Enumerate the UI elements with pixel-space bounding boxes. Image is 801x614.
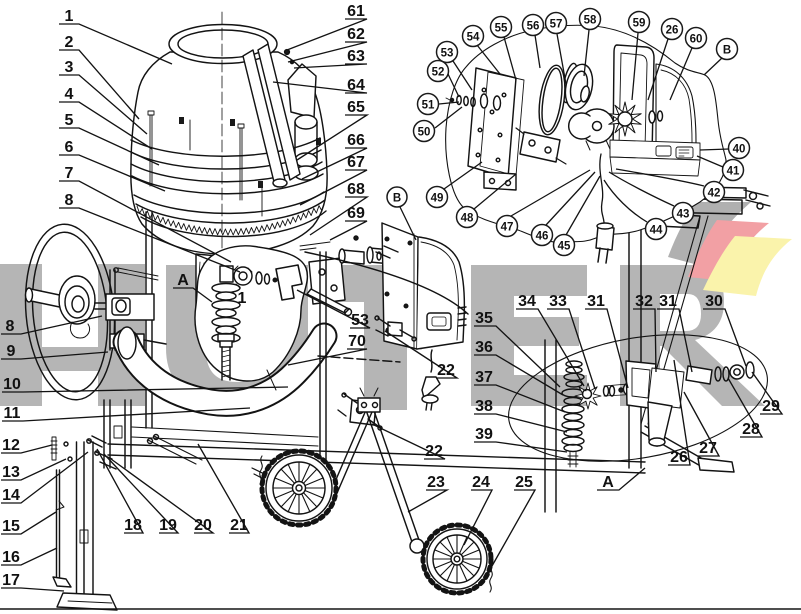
svg-text:56: 56 [527,21,540,33]
svg-text:32: 32 [635,293,653,310]
svg-text:22: 22 [437,362,455,379]
svg-text:37: 37 [475,369,493,386]
svg-text:67: 67 [347,154,365,171]
svg-text:41: 41 [727,166,740,178]
svg-text:36: 36 [475,339,493,356]
svg-text:70: 70 [348,333,366,350]
svg-text:35: 35 [475,310,493,327]
svg-text:30: 30 [705,293,723,310]
svg-text:42: 42 [708,188,721,200]
svg-text:A: A [177,272,189,289]
svg-text:26: 26 [666,25,679,37]
svg-text:58: 58 [584,15,597,27]
svg-text:9: 9 [7,343,16,360]
svg-text:22: 22 [425,443,443,460]
svg-text:49: 49 [431,193,444,205]
svg-text:66: 66 [347,132,365,149]
svg-text:53: 53 [441,48,454,60]
svg-text:16: 16 [2,549,20,566]
svg-text:A: A [602,474,614,491]
svg-text:28: 28 [742,421,760,438]
svg-text:4: 4 [65,86,74,103]
svg-text:12: 12 [2,437,20,454]
svg-text:65: 65 [347,99,365,116]
svg-text:59: 59 [633,18,646,30]
svg-text:29: 29 [762,398,780,415]
svg-text:46: 46 [536,231,549,243]
svg-text:25: 25 [515,474,533,491]
svg-text:39: 39 [475,426,493,443]
svg-text:7: 7 [65,165,74,182]
svg-text:61: 61 [347,3,365,20]
svg-text:53: 53 [351,312,369,329]
svg-text:55: 55 [495,23,508,35]
svg-text:B: B [723,45,731,57]
svg-text:63: 63 [347,48,365,65]
svg-text:69: 69 [347,205,365,222]
svg-text:68: 68 [347,181,365,198]
svg-text:13: 13 [2,464,20,481]
svg-text:15: 15 [2,518,20,535]
svg-text:27: 27 [699,440,717,457]
svg-text:8: 8 [65,192,74,209]
svg-text:34: 34 [518,293,536,310]
svg-text:31: 31 [587,293,605,310]
svg-text:47: 47 [501,222,514,234]
svg-text:1: 1 [65,8,74,25]
svg-text:51: 51 [422,100,435,112]
svg-text:14: 14 [2,487,20,504]
svg-text:40: 40 [733,144,746,156]
svg-text:1: 1 [238,290,247,307]
svg-text:33: 33 [549,293,567,310]
svg-text:17: 17 [2,572,20,589]
svg-text:11: 11 [4,405,21,422]
svg-text:44: 44 [650,225,663,237]
svg-text:52: 52 [432,67,445,79]
svg-text:19: 19 [159,517,177,534]
svg-text:43: 43 [677,209,690,221]
svg-text:54: 54 [467,32,480,44]
svg-text:38: 38 [475,398,493,415]
svg-text:50: 50 [418,127,431,139]
svg-text:18: 18 [124,517,142,534]
svg-text:23: 23 [427,474,445,491]
svg-text:6: 6 [65,139,74,156]
svg-text:24: 24 [472,474,490,491]
svg-text:60: 60 [690,34,703,46]
svg-text:8: 8 [6,318,15,335]
svg-text:B: B [393,193,401,205]
svg-text:10: 10 [3,376,21,393]
svg-text:5: 5 [65,112,74,129]
svg-text:62: 62 [347,26,365,43]
svg-text:20: 20 [194,517,212,534]
svg-text:48: 48 [461,213,474,225]
svg-text:57: 57 [550,19,563,31]
svg-text:64: 64 [347,77,365,94]
svg-text:45: 45 [558,241,571,253]
svg-text:3: 3 [65,59,74,76]
svg-text:26: 26 [670,449,688,466]
svg-text:21: 21 [230,517,248,534]
svg-text:31: 31 [659,293,677,310]
svg-text:2: 2 [65,34,74,51]
